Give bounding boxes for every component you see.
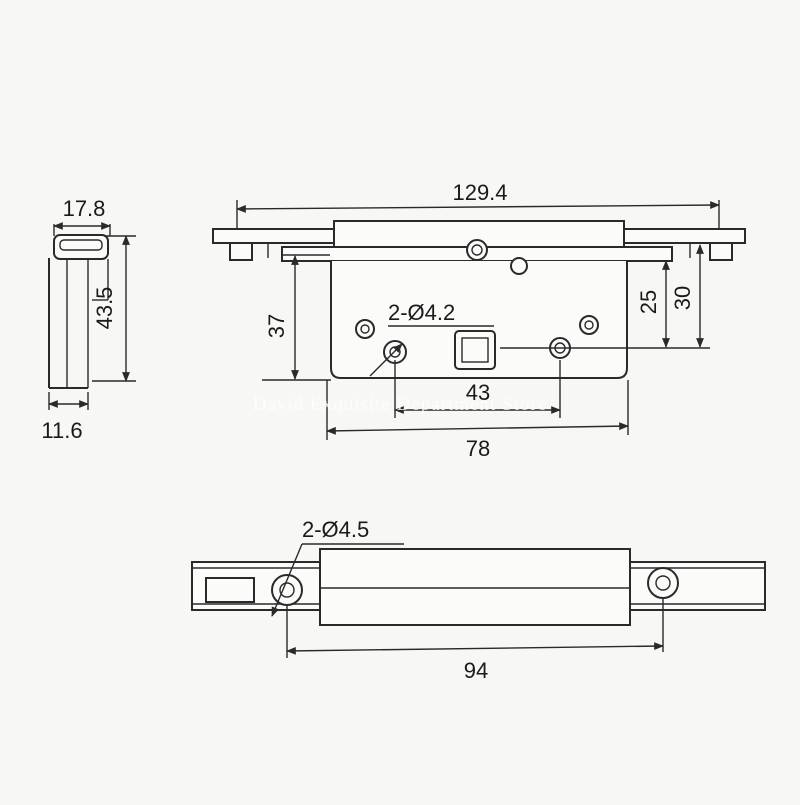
keeper-part — [191, 548, 766, 626]
dim-height-right: 30 — [670, 286, 695, 310]
dim-side-width-bottom: 11.6 — [41, 418, 82, 443]
watermark-text: David Exquisite Department Store — [253, 394, 547, 415]
dim-total-length: 129.4 — [452, 180, 507, 205]
leader-keeper-holes — [271, 543, 303, 617]
dim-plate-width: 78 — [466, 436, 490, 461]
dim-hole-spacing: 43 — [466, 380, 490, 405]
leader-holes-top — [369, 343, 403, 377]
dim-side-width-top: 17.8 — [63, 196, 106, 221]
dim-keeper-holes: 2-Ø4.5 — [302, 517, 369, 542]
dim-keeper-spacing: 94 — [464, 658, 488, 683]
dim-line-total-length — [236, 201, 720, 213]
keeper-view: 2-Ø4.5 94 — [191, 517, 766, 683]
side-view-part — [48, 234, 109, 389]
plate-view: 129.4 37 2-Ø4.2 25 30 43 78 — [212, 180, 746, 461]
dim-height-mid: 25 — [636, 290, 661, 314]
dim-line-keeper-spacing — [286, 642, 664, 655]
dim-holes-top: 2-Ø4.2 — [388, 300, 455, 325]
dim-height-left: 37 — [264, 314, 289, 338]
dim-line-plate-width — [326, 422, 629, 435]
dim-side-height: 43.5 — [92, 287, 117, 330]
side-view: 17.8 43.5 11.6 — [41, 196, 136, 443]
plate-part — [212, 220, 746, 379]
